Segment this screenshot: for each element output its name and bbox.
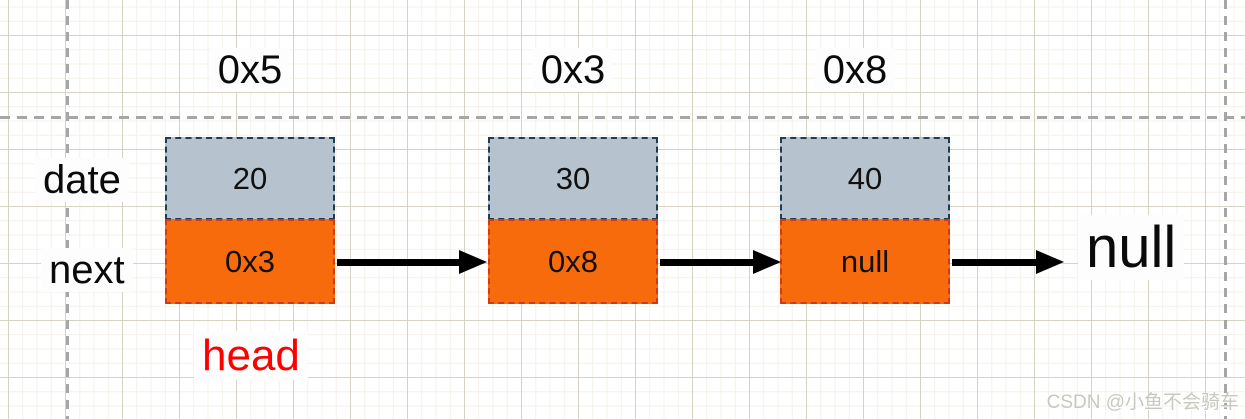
node3-data-cell: 40 [780,137,950,220]
node3-address-label: 0x8 [770,47,940,93]
arrow-node2-to-node3-icon [660,250,781,274]
arrow-node1-to-node2-icon [337,250,487,274]
arrow-node3-to-null-icon [952,250,1064,274]
node2-next-cell: 0x8 [488,219,658,304]
csdn-watermark: CSDN @小鱼不会骑车 [1046,392,1239,413]
node1-address-text: 0x5 [209,48,291,92]
node3-data-value: 40 [847,160,883,196]
node2-next-value: 0x8 [548,243,598,279]
arrow-shaft [660,258,753,266]
list-node-1: 20 0x3 [165,137,335,304]
row-label-data-text: date [35,158,129,202]
node1-address-label: 0x5 [165,47,335,93]
node1-next-cell: 0x3 [165,219,335,304]
tail-null-label: null [1078,215,1185,280]
row-label-next-text: next [41,248,133,292]
list-node-3: 40 null [780,137,950,304]
node3-next-value: null [840,243,890,279]
node3-address-text: 0x8 [814,48,896,92]
head-pointer-label: head [194,331,308,381]
node2-address-text: 0x3 [532,48,614,92]
node1-data-value: 20 [232,160,268,196]
arrow-shaft [952,258,1036,266]
row-label-data: date [35,157,129,203]
vertical-guide-line-left [66,0,69,419]
node2-data-cell: 30 [488,137,658,220]
tail-null-text: null [1078,215,1185,280]
vertical-guide-line-right [1224,0,1227,419]
row-label-next: next [41,247,133,293]
arrow-shaft [337,258,459,266]
node1-next-value: 0x3 [225,243,275,279]
node1-data-cell: 20 [165,137,335,220]
head-pointer-text: head [194,331,308,380]
node2-address-label: 0x3 [488,47,658,93]
arrow-head [459,250,487,274]
horizontal-guide-line [0,116,1245,119]
arrow-head [753,250,781,274]
list-node-2: 30 0x8 [488,137,658,304]
node3-next-cell: null [780,219,950,304]
arrow-head [1036,250,1064,274]
node2-data-value: 30 [555,160,591,196]
